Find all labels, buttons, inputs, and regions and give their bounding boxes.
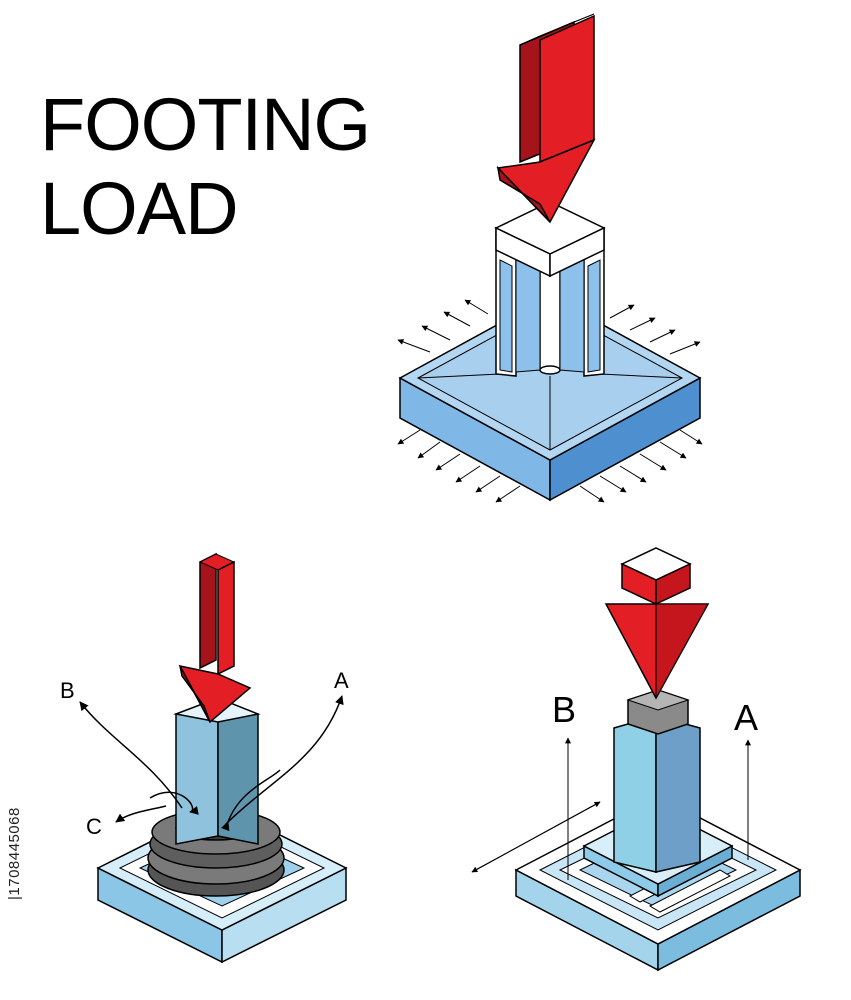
- bottom-left-footing: B A C: [60, 552, 349, 964]
- pressure-arrows-back: [397, 299, 701, 355]
- bottom-right-footing: B A: [471, 547, 802, 972]
- label-a-left: A: [334, 668, 349, 693]
- label-b-left: B: [60, 678, 75, 703]
- load-arrow-bottom-right: [604, 547, 710, 700]
- label-a-right: A: [734, 697, 758, 738]
- stock-id-text: |1708445068: [6, 807, 23, 900]
- load-arrow-bottom-left: [178, 552, 252, 724]
- top-footing: [397, 13, 703, 503]
- pressure-arrows-front: [397, 429, 703, 503]
- moment-arrows: [79, 695, 344, 832]
- title-line-footing: FOOTING: [40, 83, 371, 166]
- uplift-arrows: [471, 737, 751, 880]
- label-c-left: C: [86, 814, 102, 839]
- label-b-right: B: [552, 689, 576, 730]
- title-line-load: LOAD: [40, 167, 239, 250]
- load-arrow-top: [496, 13, 596, 224]
